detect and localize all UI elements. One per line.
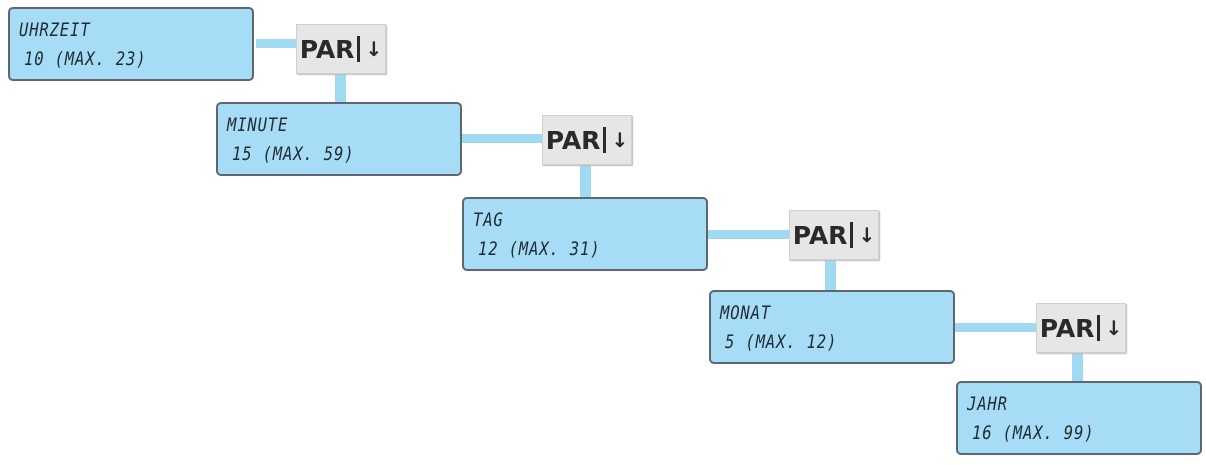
connector-vertical-4 — [1072, 352, 1083, 382]
connector-vertical-3 — [825, 258, 836, 290]
display-label: TAG — [473, 209, 504, 231]
connector-horizontal-2 — [462, 134, 542, 143]
par-button-label: PAR — [545, 125, 601, 155]
connector-horizontal-3 — [708, 230, 790, 239]
lcd-display-jahr: JAHR 16 (MAX. 99) — [956, 381, 1202, 455]
display-value: 12 (MAX. 31) — [478, 238, 601, 260]
par-button-3[interactable]: PAR ↓ — [789, 210, 879, 260]
display-label: JAHR — [967, 393, 1008, 415]
down-arrow-icon: ↓ — [1105, 316, 1123, 340]
display-value: 16 (MAX. 99) — [972, 422, 1095, 444]
lcd-display-uhrzeit: UHRZEIT 10 (MAX. 23) — [8, 7, 254, 81]
display-label: UHRZEIT — [19, 19, 91, 41]
connector-vertical-2 — [580, 163, 591, 197]
display-label: MONAT — [720, 302, 772, 324]
display-value: 10 (MAX. 23) — [24, 48, 147, 70]
lcd-display-monat: MONAT 5 (MAX. 12) — [709, 290, 955, 364]
par-button-2[interactable]: PAR ↓ — [542, 115, 632, 165]
display-label: MINUTE — [227, 114, 289, 136]
separator-bar — [603, 127, 607, 153]
par-button-label: PAR — [792, 220, 848, 250]
down-arrow-icon: ↓ — [365, 37, 383, 61]
connector-vertical-1 — [335, 73, 346, 102]
separator-bar — [357, 36, 361, 62]
separator-bar — [850, 222, 854, 248]
connector-horizontal-4 — [955, 323, 1037, 332]
down-arrow-icon: ↓ — [611, 128, 629, 152]
connector-horizontal-1 — [256, 39, 296, 48]
lcd-display-tag: TAG 12 (MAX. 31) — [462, 197, 708, 271]
lcd-display-minute: MINUTE 15 (MAX. 59) — [216, 102, 462, 176]
par-button-4[interactable]: PAR ↓ — [1036, 303, 1126, 353]
par-button-label: PAR — [299, 34, 355, 64]
display-value: 15 (MAX. 59) — [232, 143, 355, 165]
par-button-label: PAR — [1039, 313, 1095, 343]
down-arrow-icon: ↓ — [858, 223, 876, 247]
par-button-1[interactable]: PAR ↓ — [296, 24, 386, 74]
display-value: 5 (MAX. 12) — [725, 331, 838, 353]
separator-bar — [1097, 315, 1101, 341]
